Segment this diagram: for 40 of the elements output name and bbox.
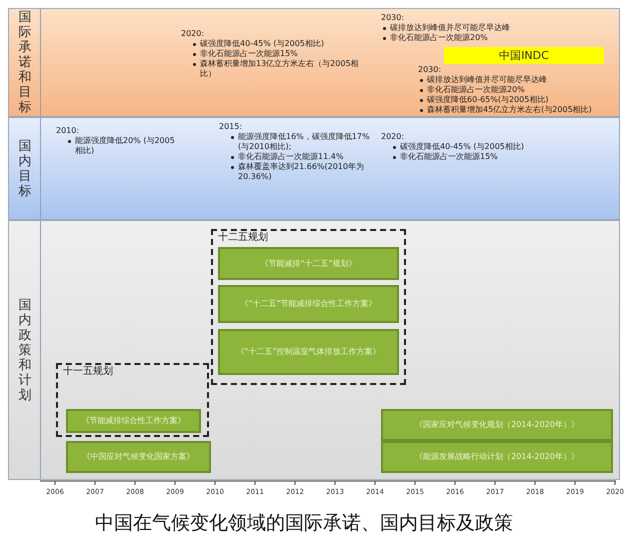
- year-heading: 2020:: [181, 29, 206, 39]
- dashed-group-box: [211, 229, 406, 385]
- policy-box: 《中国应对气候变化国家方案》: [66, 441, 211, 473]
- bullet-item: 非化石能源占一次能源20%: [381, 33, 581, 43]
- bullet-item: 森林蓄积量增加13亿立方米左右（与2005相比）: [191, 59, 371, 79]
- bullet-item: 碳强度降低60-65%(与2005相比): [418, 95, 621, 105]
- year-heading: 2030:: [381, 13, 406, 23]
- bullet-item: 非化石能源占一次能源11.4%: [229, 152, 379, 162]
- bullet-item: 能源强度降低16%，碳强度降低17% (与2010相比);: [229, 132, 379, 152]
- bullet-item: 非化石能源占一次能源15%: [391, 152, 591, 162]
- bullet-item: 非化石能源占一次能源20%: [418, 85, 621, 95]
- policy-box: 《“十二五”控制温室气体排放工作方案》: [218, 329, 399, 375]
- bullet-item: 森林蓄积量增加45亿立方米左右(与2005相比): [418, 105, 621, 115]
- row-heading: 国内政策和计划: [18, 298, 32, 402]
- bullet-item: 碳强度降低40-45% (与2005相比): [191, 39, 371, 49]
- year-heading: 2020:: [381, 132, 406, 142]
- bullet-item: 碳强度降低40-45% (与2005相比): [391, 142, 591, 152]
- row-heading: 国内目标: [18, 138, 32, 198]
- highlight-box: 中国INDC: [444, 47, 604, 64]
- bullet-item: 碳排放达到峰值并尽可能尽早达峰: [381, 23, 581, 33]
- bullet-item: 能源强度降低20% (与2005相比): [66, 136, 176, 156]
- target-band: [8, 117, 620, 220]
- dashed-group-box: [56, 363, 209, 437]
- bullet-item: 碳排放达到峰值并尽可能尽早达峰: [418, 75, 621, 85]
- year-heading: 2010:: [56, 126, 80, 136]
- policy-box: 《“十二五”节能减排综合性工作方案》: [218, 285, 399, 323]
- group-title: 十一五规划: [63, 366, 114, 378]
- policy-box: 《节能减排“十二五”规划》: [218, 247, 399, 280]
- year-heading: 2015:: [219, 122, 244, 132]
- row-heading: 国际承诺和目标: [18, 10, 32, 115]
- policy-band: [8, 220, 620, 480]
- bullet-item: 非化石能源占一次能源15%: [191, 49, 371, 59]
- bullet-item: 森林覆盖率达到21.66%(2010年为20.36%): [229, 162, 379, 182]
- policy-box: 《节能减排综合性工作方案》: [66, 409, 201, 433]
- year-heading: 2030:: [418, 65, 442, 75]
- commitment-band: [8, 8, 620, 117]
- policy-box: 《国家应对气候变化规划（2014-2020年）》: [381, 409, 613, 441]
- group-title: 十二五规划: [218, 232, 269, 244]
- caption: 中国在气候变化领域的国际承诺、国内目标及政策: [95, 511, 513, 536]
- policy-box: 《能源发展战略行动计划（2014-2020年）》: [381, 441, 613, 473]
